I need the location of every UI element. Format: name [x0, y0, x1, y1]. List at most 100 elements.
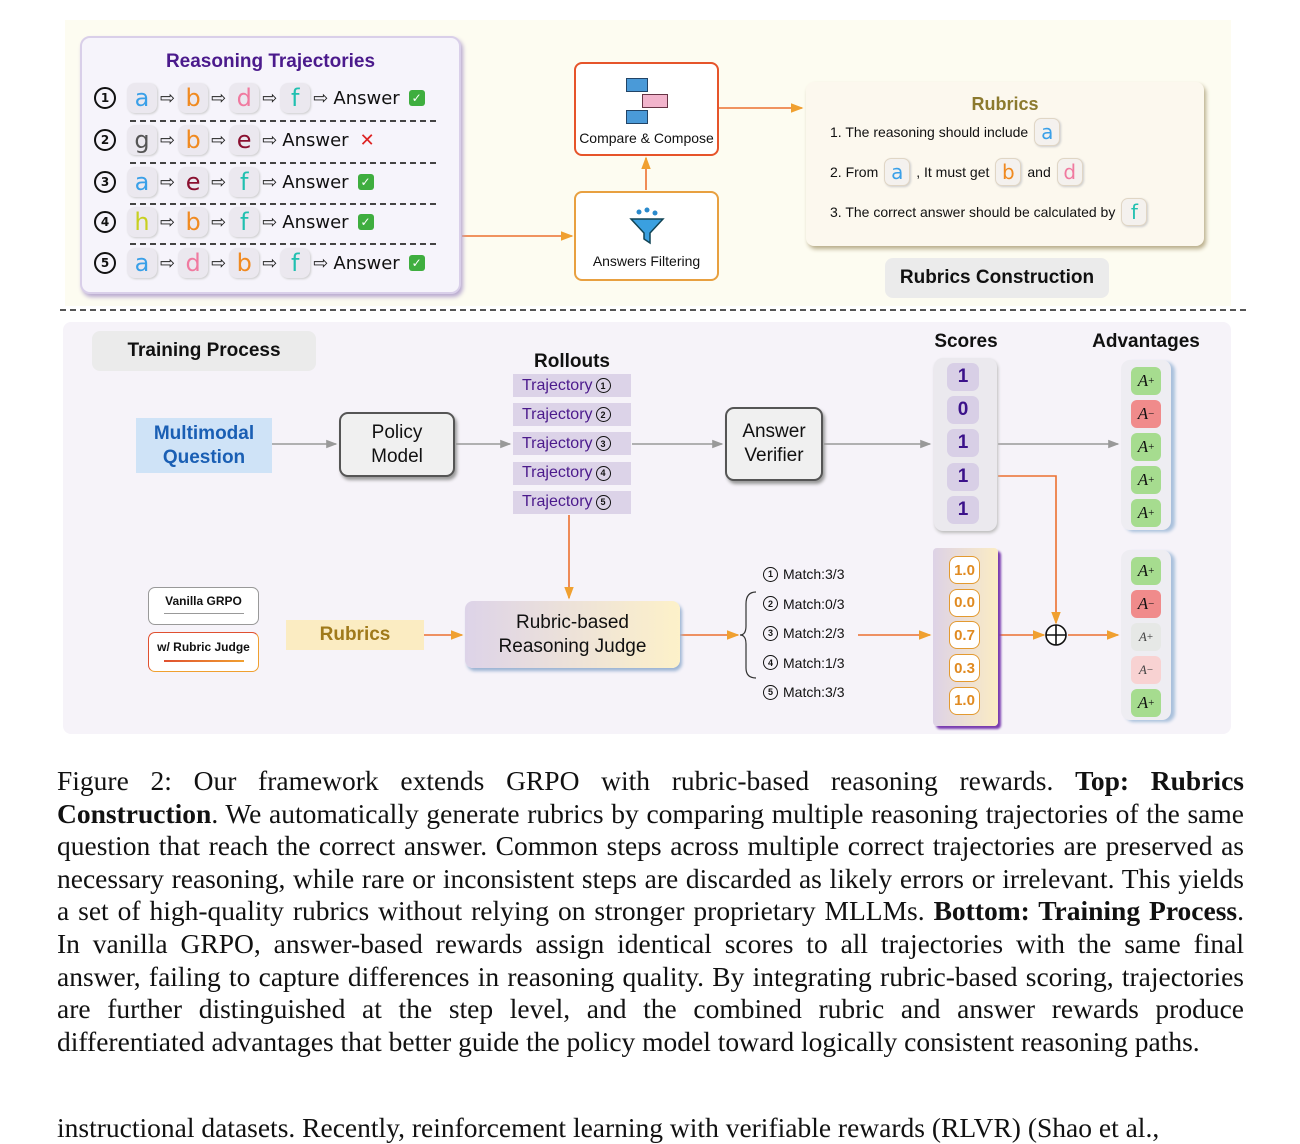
check-icon: ✓	[408, 90, 425, 106]
arrow-icon: ⇨	[211, 211, 227, 233]
caption-text: Figure 2: Our framework extends GRPO wit…	[57, 765, 1076, 796]
advantage-positive: A+	[1131, 557, 1161, 585]
step-chip-a: a	[884, 158, 911, 186]
cross-icon: ✕	[359, 129, 375, 151]
step-b: b	[178, 125, 209, 155]
step-b: b	[229, 248, 260, 278]
caption-bold-top: Top: Rubrics Construction	[57, 765, 1244, 829]
step-chip-d: d	[1056, 158, 1083, 186]
rubric-score-cell: 0.3	[949, 654, 980, 683]
arrow-icon: ⇨	[160, 211, 176, 233]
check-icon: ✓	[357, 174, 374, 190]
check-icon: ✓	[357, 214, 374, 230]
rubric-reasoning-judge-box: Rubric-based Reasoning Judge	[465, 601, 680, 668]
trajectory-number: 3	[595, 436, 611, 452]
figure-caption: Figure 2: Our framework extends GRPO wit…	[57, 765, 1244, 1058]
blocks-icon	[624, 76, 670, 126]
legend-orange-line	[163, 660, 244, 662]
score-cell: 1	[947, 462, 979, 491]
answer-label: Answer	[282, 211, 349, 233]
trajectory-label: Trajectory	[522, 376, 593, 394]
match-result: 1 Match:3/3	[763, 566, 844, 582]
answer-verifier-box: Answer Verifier	[725, 407, 823, 481]
arrow-icon: ⇨	[262, 129, 278, 151]
legend-vanilla-label: Vanilla GRPO	[165, 594, 242, 608]
connector-arrows	[272, 103, 1120, 679]
advantage-positive: A+	[1131, 623, 1161, 651]
arrow-scores-to-plus	[998, 475, 1061, 625]
legend-rubric-judge: w/ Rubric Judge	[148, 632, 259, 672]
trajectory-label: Trajectory	[522, 434, 593, 452]
score-cell: 0	[947, 396, 979, 425]
answer-label: Answer	[282, 171, 349, 193]
trajectory-label: Trajectory	[522, 464, 593, 482]
match-label: Match:2/3	[783, 625, 845, 642]
row-number: 5	[94, 252, 116, 274]
rubric-score-cell: 0.0	[949, 588, 980, 617]
step-d: d	[178, 248, 209, 278]
check-icon: ✓	[408, 255, 425, 271]
rubric-line-2b: , It must get	[916, 164, 990, 180]
row-divider	[130, 243, 436, 245]
step-a: a	[127, 248, 157, 278]
row-divider	[130, 162, 436, 164]
match-label: Match:3/3	[783, 684, 845, 701]
advantage-positive: A+	[1131, 433, 1161, 461]
funnel-icon	[627, 207, 667, 247]
multimodal-question-box: Multimodal Question	[136, 418, 272, 473]
match-result: 2 Match:0/3	[763, 596, 844, 612]
arrow-icon: ⇨	[211, 129, 227, 151]
advantage-positive: A+	[1131, 499, 1161, 527]
step-b: b	[178, 83, 209, 113]
step-a: a	[127, 167, 157, 197]
trajectory-number: 1	[595, 378, 611, 393]
match-label: Match:3/3	[783, 566, 845, 582]
step-f: f	[280, 83, 311, 113]
step-f: f	[229, 207, 260, 237]
answer-label: Answer	[333, 252, 400, 274]
step-f: f	[229, 167, 260, 197]
step-g: g	[127, 125, 157, 155]
arrow-icon: ⇨	[211, 252, 227, 274]
answer-label: Answer	[333, 87, 400, 109]
advantage-positive: A+	[1131, 466, 1161, 494]
arrow-icon: ⇨	[313, 87, 329, 109]
advantage-positive: A+	[1131, 367, 1161, 395]
step-e: e	[229, 125, 260, 155]
trajectory-number: 3	[763, 625, 778, 641]
legend-rubric-label: w/ Rubric Judge	[157, 640, 250, 654]
step-chip-b: b	[995, 158, 1022, 186]
compare-compose-box: Compare & Compose	[574, 62, 719, 156]
arrow-icon: ⇨	[160, 171, 176, 193]
trajectory-number: 1	[763, 566, 778, 582]
row-divider	[130, 120, 436, 122]
row-number: 4	[94, 211, 116, 233]
brace	[739, 591, 757, 679]
body-text-clipped: instructional datasets. Recently, reinfo…	[57, 1112, 1160, 1143]
trajectory-number: 4	[595, 465, 611, 481]
rubric-score-cell: 1.0	[949, 686, 980, 715]
match-label: Match:0/3	[783, 595, 845, 612]
rubrics-input-label: Rubrics	[286, 620, 424, 650]
trajectory-number: 5	[595, 494, 611, 510]
trajectory-number: 2	[763, 596, 778, 612]
trajectory-label: Trajectory	[522, 405, 593, 423]
step-chip-f: f	[1121, 198, 1148, 226]
arrow-icon: ⇨	[262, 252, 278, 274]
arrow-icon: ⇨	[160, 252, 176, 274]
arrow-icon: ⇨	[262, 87, 278, 109]
step-chip-a: a	[1034, 118, 1061, 146]
trajectory-number: 5	[763, 684, 778, 700]
circle-plus-icon	[1045, 624, 1067, 646]
advantage-negative: A−	[1131, 656, 1161, 684]
trajectory-label: Trajectory	[522, 493, 593, 511]
